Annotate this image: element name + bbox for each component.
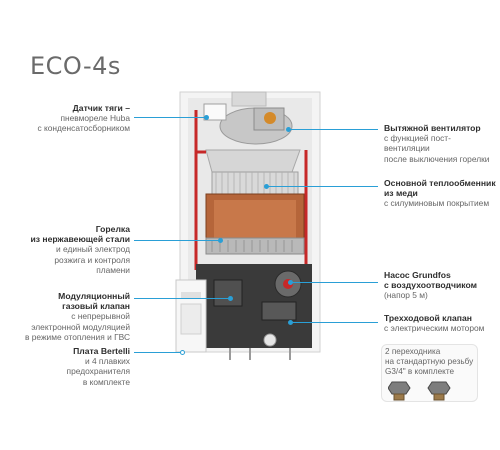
adapter-fittings-image <box>388 381 451 401</box>
leader-pump <box>292 282 378 283</box>
accessory-line2: на стандартную резьбу <box>385 357 474 366</box>
leader-burner <box>134 240 220 241</box>
callout-control-board-title: Плата Bertelli <box>73 346 130 356</box>
callout-draft-sensor-line1: пневмореле Huba <box>60 113 130 124</box>
callout-control-board-line1: и 4 плавких <box>84 356 130 367</box>
product-title: ECO-4s <box>30 52 121 80</box>
callout-pump-line1: (напор 5 м) <box>384 290 428 301</box>
leader-dot-exhaust-fan <box>286 127 291 132</box>
callout-control-board: Плата Bertelli и 4 плавких предохранител… <box>10 346 130 387</box>
leader-dot-burner <box>218 238 223 243</box>
callout-burner: Горелка из нержавеющей стали и единый эл… <box>10 224 130 275</box>
callout-exhaust-fan-title: Вытяжной вентилятор <box>384 123 481 133</box>
callout-draft-sensor-title: Датчик тяги – <box>72 103 130 113</box>
gas-valve <box>213 279 243 307</box>
combustion-chamber-inner <box>214 200 296 242</box>
callout-burner-line2: розжига и контроля <box>54 254 130 265</box>
callout-burner-title2: из нержавеющей стали <box>30 234 130 245</box>
callout-gas-valve-line3: в режиме отопления и ГВС <box>24 331 130 342</box>
callout-three-way-valve-line1: с электрическим мотором <box>384 323 485 334</box>
callout-heat-exchanger-title2: из меди <box>384 188 418 199</box>
adapter-fitting-1 <box>388 381 411 401</box>
leader-dot-control-board <box>180 350 185 355</box>
leader-dot-heat-exchanger <box>264 184 269 189</box>
callout-exhaust-fan: Вытяжной вентилятор с функцией пост-вент… <box>384 123 496 164</box>
leader-dot-draft-sensor <box>204 115 209 120</box>
callout-gas-valve-title2: газовый клапан <box>62 301 130 312</box>
callout-gas-valve: Модуляционный газовый клапан с непрерывн… <box>10 291 130 342</box>
leader-heat-exchanger <box>268 186 378 187</box>
callout-control-board-line2: предохранителя <box>66 366 130 377</box>
leader-gas-valve <box>134 298 230 299</box>
leader-control-board <box>134 352 182 353</box>
callout-pump: Насос Grundfos с воздухоотводчиком (напо… <box>384 270 496 301</box>
callout-draft-sensor: Датчик тяги – пневмореле Huba с конденса… <box>10 103 130 134</box>
burner <box>205 237 305 255</box>
smoke-hood <box>205 149 301 173</box>
three-way-valve <box>261 301 297 321</box>
accessory-text: 2 переходника на стандартную резьбу G3/4… <box>385 347 473 377</box>
callout-gas-valve-line2: электронной модуляцией <box>31 321 130 332</box>
callout-pump-title2: с воздухоотводчиком <box>384 280 477 291</box>
accessory-line3: G3/4" в комплекте <box>385 367 455 376</box>
callout-burner-line1: и единый электрод <box>56 244 130 255</box>
leader-dot-gas-valve <box>228 296 233 301</box>
fin-lines <box>215 172 295 194</box>
heat-exchanger-fins <box>211 171 299 195</box>
leader-exhaust-fan <box>290 129 378 130</box>
leader-dot-pump <box>288 280 293 285</box>
callout-heat-exchanger-line1: с силуминовым покрытием <box>384 198 490 209</box>
accessory-line1: 2 переходника <box>385 347 441 356</box>
callout-pump-title: Насос Grundfos <box>384 270 451 280</box>
callout-exhaust-fan-line1: с функцией пост-вентиляции <box>384 133 451 154</box>
callout-control-board-line3: в комплекте <box>82 376 130 387</box>
callout-heat-exchanger-title: Основной теплообменник <box>384 178 496 188</box>
leader-draft-sensor <box>134 117 206 118</box>
fan-motor-cap <box>264 112 276 124</box>
callout-gas-valve-title: Модуляционный <box>58 291 130 301</box>
leader-dot-three-way-valve <box>288 320 293 325</box>
pressure-gauge <box>263 333 277 347</box>
flue-connector <box>231 91 267 107</box>
adapter-fitting-2 <box>427 381 451 401</box>
callout-burner-title: Горелка <box>95 224 130 234</box>
pressure-switch <box>203 103 227 121</box>
callout-gas-valve-line1: с непрерывной <box>71 311 130 322</box>
callout-three-way-valve: Трехходовой клапан с электрическим мотор… <box>384 313 496 333</box>
callout-burner-line3: пламени <box>96 264 130 275</box>
callout-heat-exchanger: Основной теплообменник из меди с силумин… <box>384 178 496 209</box>
callout-exhaust-fan-line2: после выключения горелки <box>384 153 490 164</box>
callout-three-way-valve-title: Трехходовой клапан <box>384 313 472 323</box>
leader-three-way-valve <box>292 322 378 323</box>
callout-draft-sensor-line2: с конденсатосборником <box>37 123 130 134</box>
